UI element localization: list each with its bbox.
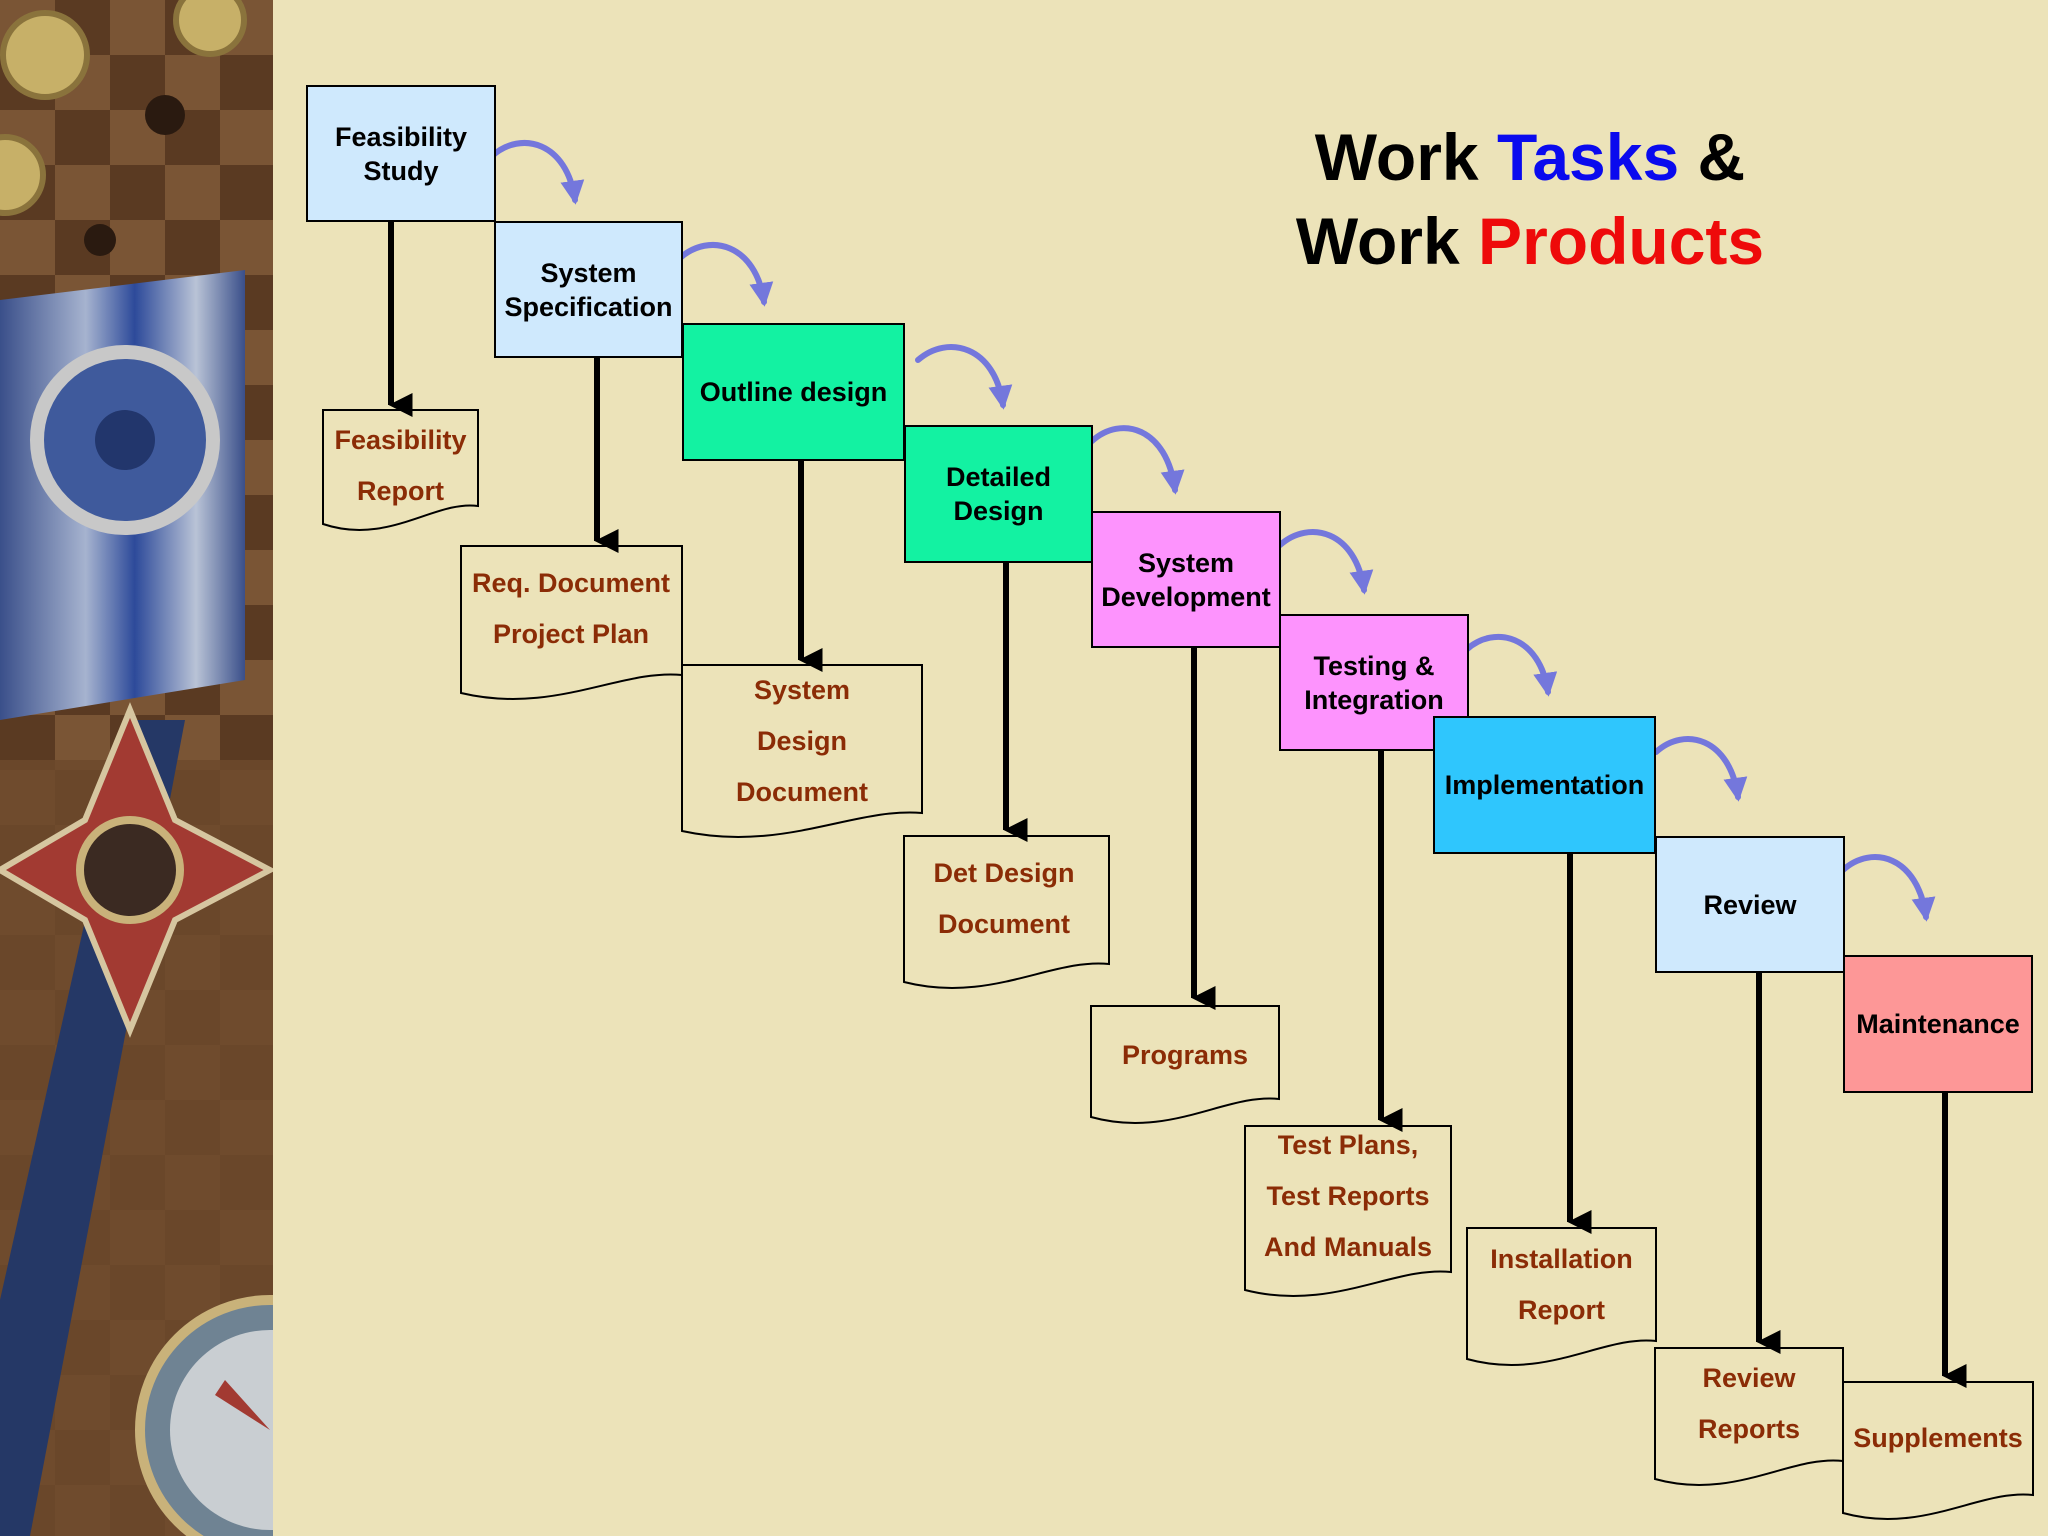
doc-feasibility-report: Feasibility Report [334,425,467,506]
doc-installation-report: Installation Report [1490,1244,1633,1325]
flow-arrow-3 [915,344,1013,410]
title-ampersand: & [1697,120,1746,194]
doc-system-design-document: System Design Document [735,675,868,807]
doc-test-plans-reports-manuals: Test Plans, Test Reports And Manuals [1263,1130,1432,1262]
doc-req-document-project-plan: Req. Document Project Plan [471,568,671,649]
title-word-work: Work [1314,120,1479,194]
flow-arrow-4 [1089,425,1185,495]
slide-title: Work Tasks & Work Products [1230,115,1830,283]
document-shape-7 [1466,1227,1657,1366]
flow-arrow-5 [1277,529,1374,595]
title-word-tasks: Tasks [1496,120,1680,194]
doc-review-reports: Review Reports [1697,1363,1800,1444]
title-word-products: Products [1478,204,1765,278]
flow-arrow-6 [1463,633,1558,697]
task-system-specification: System Specification [494,221,683,358]
document-shape-9 [1842,1381,2034,1520]
task-system-development: System Development [1091,511,1281,648]
task-review: Review [1655,836,1845,973]
document-shape-1 [322,409,479,531]
task-maintenance: Maintenance [1843,955,2033,1093]
flow-arrow-2 [677,242,774,307]
decorative-medal-photo [0,0,273,1536]
document-shape-5 [1090,1005,1280,1124]
doc-programs: Programs [1121,1040,1249,1070]
task-implementation: Implementation [1433,716,1656,854]
document-shape-8 [1654,1347,1844,1486]
document-shape-6 [1244,1125,1452,1297]
task-feasibility-study: Feasibility Study [306,85,496,222]
doc-supplements: Supplements [1853,1423,2023,1453]
title-line-1: Work Tasks & [1230,115,1830,199]
task-detailed-design: Detailed Design [904,425,1093,563]
flow-arrow-1 [489,140,585,205]
document-shape-2 [460,545,683,700]
title-line-2: Work Products [1230,199,1830,283]
task-outline-design: Outline design [682,323,905,461]
document-shape-4 [903,835,1110,989]
flow-arrow-7 [1653,736,1748,802]
title-word-work-2: Work [1295,204,1460,278]
document-shape-3 [681,664,923,838]
flow-arrow-8 [1840,854,1936,922]
doc-det-design-document: Det Design Document [933,858,1075,939]
